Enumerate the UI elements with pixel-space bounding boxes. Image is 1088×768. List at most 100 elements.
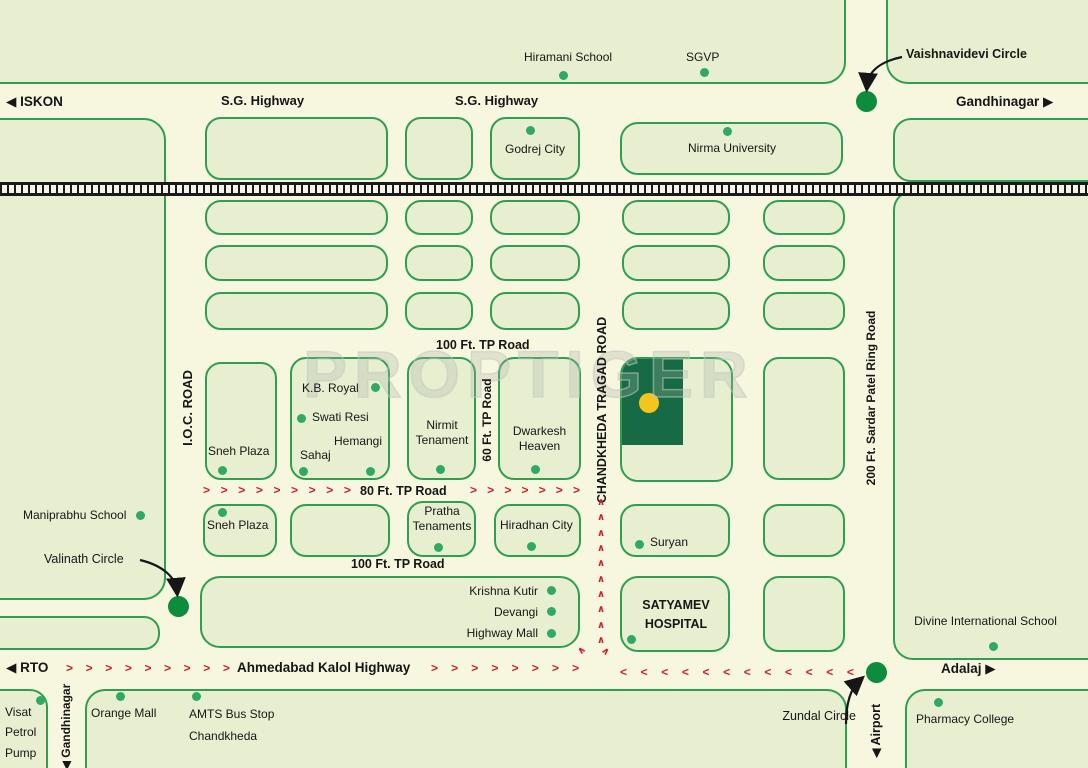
landmark-dot [635, 540, 644, 549]
city-block [0, 616, 160, 650]
city-block-right [893, 190, 1088, 660]
landmark-label-krishna-kutir: Krishna Kutir [469, 584, 538, 598]
city-block [205, 117, 388, 180]
city-block [763, 576, 845, 652]
landmark-label-maniprabhu-school: Maniprabhu School [23, 508, 127, 522]
landmark-label-satyamev-hospital: SATYAMEV HOSPITAL [642, 598, 710, 632]
city-block [0, 0, 846, 84]
landmark-label-amts-bus-stop: AMTS Bus Stop Chandkheda [189, 707, 275, 743]
landmark-label-highway-mall: Highway Mall [466, 626, 538, 640]
traffic-chevrons-tp80-left: >>>>>>>>> [203, 483, 351, 497]
road-label-tp80: 80 Ft. TP Road [360, 484, 447, 498]
traffic-chevron-junction-right: ∧ [598, 644, 613, 659]
landmark-label-nirma-university: Nirma University [688, 141, 777, 155]
landmark-dot [436, 465, 445, 474]
map-watermark: PROPTIGER [302, 336, 755, 412]
road-label-sg-highway-right: S.G. Highway [455, 93, 539, 108]
traffic-chevrons-kalol-left: >>>>>>>>> [66, 661, 230, 675]
landmark-dot [700, 68, 709, 77]
traffic-chevrons-kalol-right: <<<<<<<<<<<< [620, 665, 854, 679]
landmark-dot [366, 467, 375, 476]
city-block [893, 118, 1088, 182]
city-block [290, 504, 390, 557]
city-block-pharmacy [905, 689, 1088, 768]
junction-label-zundal: Zundal Circle [782, 709, 856, 723]
city-block-satyamev [620, 576, 730, 652]
landmark-label-divine-school: Divine International School [914, 614, 1057, 628]
city-block [490, 292, 580, 330]
landmark-dot [547, 629, 556, 638]
road-label-gandhinagar-south: ◀ Gandhinagar [59, 683, 73, 768]
landmark-dot [299, 467, 308, 476]
landmark-label-dwarkesh-heaven: Dwarkesh Heaven [512, 424, 567, 453]
road-label-tp100-lower: 100 Ft. TP Road [351, 557, 445, 571]
city-block [763, 504, 845, 557]
landmark-dot [934, 698, 943, 707]
landmark-label-suryan: Suryan [650, 535, 689, 549]
landmark-label-godrej-city: Godrej City [504, 142, 566, 156]
landmark-label-hemangi: Hemangi [334, 434, 383, 448]
road-label-sg-highway-left: S.G. Highway [221, 93, 305, 108]
traffic-chevron-junction-left: ∧ [574, 643, 589, 658]
landmark-dot [36, 696, 45, 705]
landmark-dot [531, 465, 540, 474]
landmark-label-swati-resi: Swati Resi [312, 410, 369, 424]
city-block-krishna-kutir [200, 576, 580, 648]
landmark-label-pratha-tenaments: Pratha Tenaments [412, 504, 472, 533]
project-location-dot [639, 393, 659, 413]
city-block [622, 292, 730, 330]
city-block [405, 117, 473, 180]
city-block [205, 245, 388, 281]
junction-label-vaishnavidevi: Vaishnavidevi Circle [906, 47, 1027, 61]
road-label-airport-south: ◀ Airport [868, 703, 883, 759]
city-block-nirmit [407, 357, 476, 480]
city-block [205, 200, 388, 235]
landmark-dot [192, 692, 201, 701]
road-label-tp60: 60 Ft. TP Road [480, 378, 494, 462]
road-label-chandkheda-tragad: CHANDKHEDA TRAGAD ROAD [595, 316, 609, 504]
landmark-dot [526, 126, 535, 135]
city-block [763, 200, 845, 235]
city-block-sneh-plaza-upper [205, 362, 277, 480]
landmark-dot [218, 508, 227, 517]
city-block-kb-royal [290, 357, 390, 480]
city-block [622, 245, 730, 281]
road-label-rto: ◀ RTO [6, 660, 49, 675]
landmark-dot [218, 466, 227, 475]
landmark-dot [371, 383, 380, 392]
landmark-label-kb-royal: K.B. Royal [302, 381, 359, 395]
city-block-orange-mall [85, 689, 847, 768]
road-label-kalol-highway: Ahmedabad Kalol Highway [237, 660, 411, 675]
railway-line [0, 182, 1088, 196]
city-block-godrej [490, 117, 580, 180]
landmark-dot [627, 635, 636, 644]
city-block [763, 357, 845, 480]
landmark-dot [723, 127, 732, 136]
landmark-dot [116, 692, 125, 701]
city-block [763, 245, 845, 281]
landmark-label-nirmit-tenament: Nirmit Tenament [415, 418, 469, 447]
landmark-dot [136, 511, 145, 520]
landmark-dot [434, 543, 443, 552]
city-block [405, 200, 473, 235]
city-block-hiradhan [494, 504, 581, 557]
junction-circle-vaishnavidevi [856, 91, 877, 112]
landmark-dot [547, 586, 556, 595]
city-block [490, 200, 580, 235]
landmark-label-pharmacy-college: Pharmacy College [916, 712, 1015, 726]
junction-circle-zundal [866, 662, 887, 683]
landmark-label-hiramani-school: Hiramani School [524, 50, 613, 64]
road-label-ioc-road: I.O.C. ROAD [179, 370, 195, 446]
landmark-dot [547, 607, 556, 616]
city-block-dwarkesh [498, 357, 581, 480]
landmark-label-visat-petrol-pump: Visat Petrol Pump [5, 705, 37, 760]
city-block [405, 245, 473, 281]
city-block-sneh-plaza-lower [203, 504, 277, 557]
landmark-label-sneh-plaza-lower: Sneh Plaza [207, 518, 269, 532]
road-label-ring-road: 200 Ft. Sardar Patel Ring Road [864, 310, 878, 486]
road-label-adalaj-east: Adalaj ▶ [941, 661, 996, 676]
city-block [886, 0, 1088, 84]
city-block [490, 245, 580, 281]
traffic-chevrons-kalol-mid: >>>>>>>> [431, 661, 579, 675]
